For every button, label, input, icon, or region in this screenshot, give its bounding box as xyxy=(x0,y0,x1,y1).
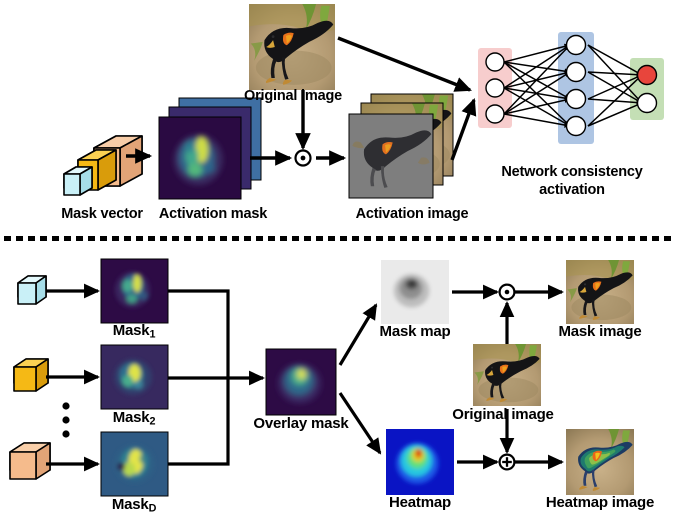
label-mask-image: Mask image xyxy=(558,323,642,340)
input-node-3 xyxy=(485,104,505,124)
top-section-arrows xyxy=(126,36,477,167)
label-mask-1-subscript: 1 xyxy=(149,328,156,341)
label-mask-d: MaskD xyxy=(111,496,157,515)
label-mask-vector: Mask vector xyxy=(61,206,143,222)
label-mask-d-subscript: D xyxy=(148,502,157,515)
mask-vector-cubes xyxy=(63,135,143,196)
label-mask-d-text: Mask xyxy=(111,496,149,513)
label-mask-map: Mask map xyxy=(379,323,451,340)
label-mask-2-text: Mask xyxy=(112,409,150,426)
cube-medium-mask2 xyxy=(13,358,49,392)
elementwise-multiply-operator-bottom xyxy=(498,283,516,301)
mask-merge-bus xyxy=(168,289,230,466)
elementwise-multiply-operator-top xyxy=(294,149,312,167)
hidden-node-1 xyxy=(565,34,587,56)
hidden-node-3 xyxy=(565,88,587,110)
label-mask-2-subscript: 2 xyxy=(149,415,156,428)
arrow-photo-to-network xyxy=(337,36,472,92)
label-overlay-mask: Overlay mask xyxy=(253,415,349,432)
hidden-node-4 xyxy=(565,115,587,137)
top-section: Mask vector Activation mask Original ima… xyxy=(0,0,677,236)
cube-small-mask1 xyxy=(17,275,47,305)
label-heatmap: Heatmap xyxy=(389,494,451,511)
label-activation-mask: Activation mask xyxy=(158,206,268,222)
bottom-section: Mask1 Mask2 MaskD Overlay mask Mask map … xyxy=(0,241,677,523)
hidden-node-2 xyxy=(565,61,587,83)
bottom-section-arrows xyxy=(46,283,564,472)
output-node-active xyxy=(636,64,658,86)
input-node-2 xyxy=(485,78,505,98)
label-mask-2: Mask2 xyxy=(112,409,156,428)
label-network-consistency-line1: Network consistency xyxy=(501,164,643,180)
section-divider xyxy=(4,236,673,241)
arrow-overlay-to-maskmap xyxy=(338,303,378,366)
input-node-1 xyxy=(485,52,505,72)
hidden-layer-background xyxy=(558,32,594,144)
label-activation-image: Activation image xyxy=(355,206,469,222)
cube-small xyxy=(63,166,93,196)
label-original-image-top: Original image xyxy=(244,88,342,104)
label-original-image-bottom: Original image xyxy=(452,406,554,423)
label-heatmap-image: Heatmap image xyxy=(545,494,655,511)
vertical-dots-icon xyxy=(62,402,70,438)
overlay-mask-thumbnail xyxy=(265,348,337,416)
activation-image-stack xyxy=(345,93,455,204)
arrow-activation-to-network xyxy=(450,98,477,161)
activation-mask-stack xyxy=(155,97,265,206)
neural-network-diagram xyxy=(478,32,664,144)
label-mask-1: Mask1 xyxy=(112,322,156,341)
output-node-2 xyxy=(636,92,658,114)
arrow-overlay-to-heatmap xyxy=(338,392,382,455)
label-mask-1-text: Mask xyxy=(112,322,150,339)
label-network-consistency-line2: activation xyxy=(539,182,605,198)
cube-large-maskd xyxy=(9,442,51,480)
addition-operator-bottom xyxy=(498,453,516,471)
